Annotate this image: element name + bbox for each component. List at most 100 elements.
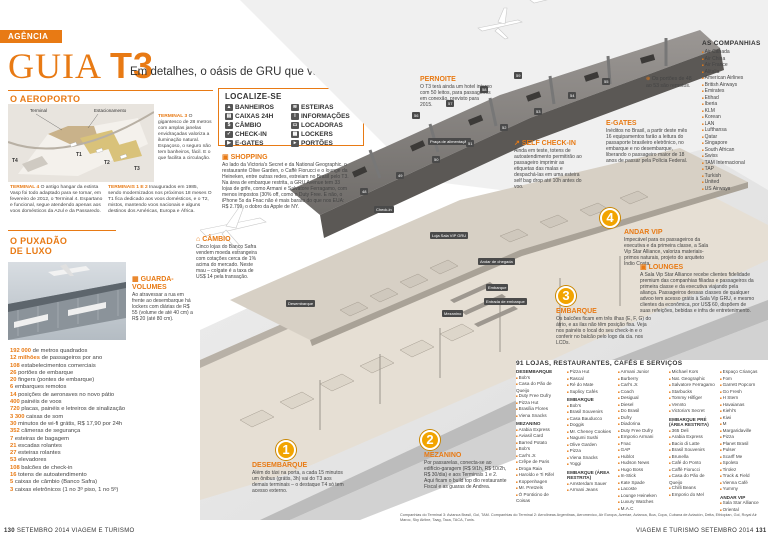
stat-number: 192 000 [10,348,31,354]
lojas-item: ■ Kate Spade [618,480,666,487]
bullet-icon: ■ [720,467,723,472]
lojas-item: ■ Bob's [567,403,615,410]
bullet-icon: ■ [567,429,570,434]
bullet-icon: ■ [618,500,621,504]
stat-row: 26 portões de embarque [10,370,128,377]
lojas-item: ■ Starbucks [669,389,717,396]
airline-item: ■ Turkish [702,173,768,180]
bullet-icon: ■ [702,147,705,152]
airline-name: Lufthansa [704,127,727,133]
lojas-item-name: Haroldo e Ti Rifel [518,472,554,477]
scene-label-checkin: Check-in [374,206,394,213]
bullet-icon: ■ [720,435,723,439]
lojas-item-name: Scarff Me [722,453,743,459]
bullet-icon: ■ [669,461,672,465]
baggage-belt-icon: ≋ [291,104,299,111]
gate-number-tag: 49 [396,172,405,179]
stat-number: 6 [10,384,14,391]
stat-number: 3 300 [10,413,25,420]
lojas-item: ■ Amsterdam Sauer [567,481,615,488]
legend-item: ▤CAIXAS 24H [225,112,291,121]
bullet-icon: ■ [618,448,621,452]
gate-number-tag: 58 [480,86,489,93]
lojas-item-name: Margaridaville [722,427,752,433]
bullet-icon: ■ [567,370,570,374]
airline-item: ■ South African [702,147,768,154]
lojas-item-name: Vienna Café [722,479,748,485]
t3-desc: TERMINAL 3 O gigantesco de 28 metros com… [158,114,212,161]
scene-label-entrada: Entrada de embarque [484,298,527,305]
lojas-item-name: H Stern [722,395,739,400]
bullet-icon: ■ [669,370,672,374]
lojas-item: ■ Viena Snacks [516,413,564,420]
lojas-item: ■ Vienna Café [720,480,768,487]
stat-row: 3 300 caixas de som [10,414,128,421]
lojas-item-name: Brasil Souvenirs [569,409,603,414]
pernoite-callout: PERNOITE O T3 terá ainda um hotel intern… [420,76,492,108]
lojas-item-name: In-Stick [620,473,636,478]
lojas-item-name: Carl's Jr. [620,382,639,387]
legend-label: LOCADORAS [301,122,343,129]
stat-row: 7 esteiras de bagagem [10,436,128,443]
lojas-item-name: Carl's Jr. [518,452,537,458]
lojas-item-name: Doggis [569,422,584,427]
page-title: GUIA T3 [8,45,155,86]
bullet-icon: ■ [720,474,723,478]
stat-number: 352 [10,428,20,435]
lojas-section-heading: EMBARQUE [567,397,594,402]
lojas-item: ■ GAP [618,447,666,454]
lojas-item-name: Hugo Boss [620,466,644,472]
airline-name: TAM Internacional [704,159,745,166]
lojas-item-name: 365 Deli [671,427,689,433]
bullet-icon: ■ [702,128,705,132]
lojas-item-name: Tommy Hilfiger [671,395,703,400]
lojas-item-name: Havaianas [722,401,745,407]
bullet-icon: ■ [720,402,723,407]
bullet-icon: ■ [669,492,672,497]
lojas-item: ■ Emporio Armani [618,434,666,441]
lojas-item: ■ Yoggi [567,461,615,468]
bullet-icon: ■ [567,455,570,460]
lojas-item-name: Pulser [722,447,736,452]
bullet-icon: ■ [720,428,723,433]
airline-name: Air Canada [704,49,730,55]
stat-label: de metros quadrados [32,348,88,354]
lojas-item-name: Armani Junior [620,369,649,374]
lojas-item: ■ Brasil Souvenirs [669,447,717,454]
lojas-heading: 91 LOJAS, RESTAURANTES, CAFÉS E SERVIÇOS [516,360,683,367]
lojas-item: ■ Pizza Hut [567,369,615,376]
bullet-icon: ■ [516,479,519,484]
lojas-item: ■ Bacio di Latte [669,441,717,448]
bullet-icon: ■ [516,427,519,432]
bullet-icon: ■ [567,389,570,394]
bullet-icon: ■ [702,141,705,145]
lojas-item-name: Michael Kors [671,369,699,374]
mezanino-callout: MEZANINO Por passarelas, conecta-se ao e… [424,452,507,490]
airline-name: Emirates [704,88,725,94]
lojas-item: ■ Yummy [720,486,768,493]
stat-row: 720 placas, painéis e letreiros de sinal… [10,406,128,413]
lojas-column: ■ Armani Junior■ Burberry■ Carl's Jr.■ C… [618,369,666,513]
legend-label: E-GATES [235,140,264,147]
lojas-item-name: Arabia Express [671,434,703,439]
lojas-item-name: Casa Bauducco [569,415,603,421]
lojas-item-name: Koppenhagen [518,478,548,484]
lojas-item-name: Pizza Hut [569,369,590,374]
stat-number: 21 [10,442,17,449]
lojas-item: ■ Pizza Hut [516,400,564,407]
bullet-icon: ■ [567,481,570,486]
lojas-item: ■ Brasil Souvenirs [567,409,615,416]
stat-label: esteiras de bagagem [14,435,69,442]
lojas-item: ■ Doggis [567,422,615,429]
lojas-item: ■ Lounge Heineken [618,493,666,500]
scene-label-loja-vip: Loja Sala VIP GRU [430,232,469,239]
bullet-icon: ■ [720,383,723,387]
bullet-icon: ■ [702,56,705,61]
lojas-item: ■ Carl's Jr. [618,382,666,389]
bullet-icon: ■ [669,435,672,439]
bullet-icon: ■ [702,160,705,165]
desembarque-number: 1 [276,440,296,460]
lojas-item-name: Track & Field [722,473,750,478]
lojas-item-name: Armani Jeans [569,487,598,492]
